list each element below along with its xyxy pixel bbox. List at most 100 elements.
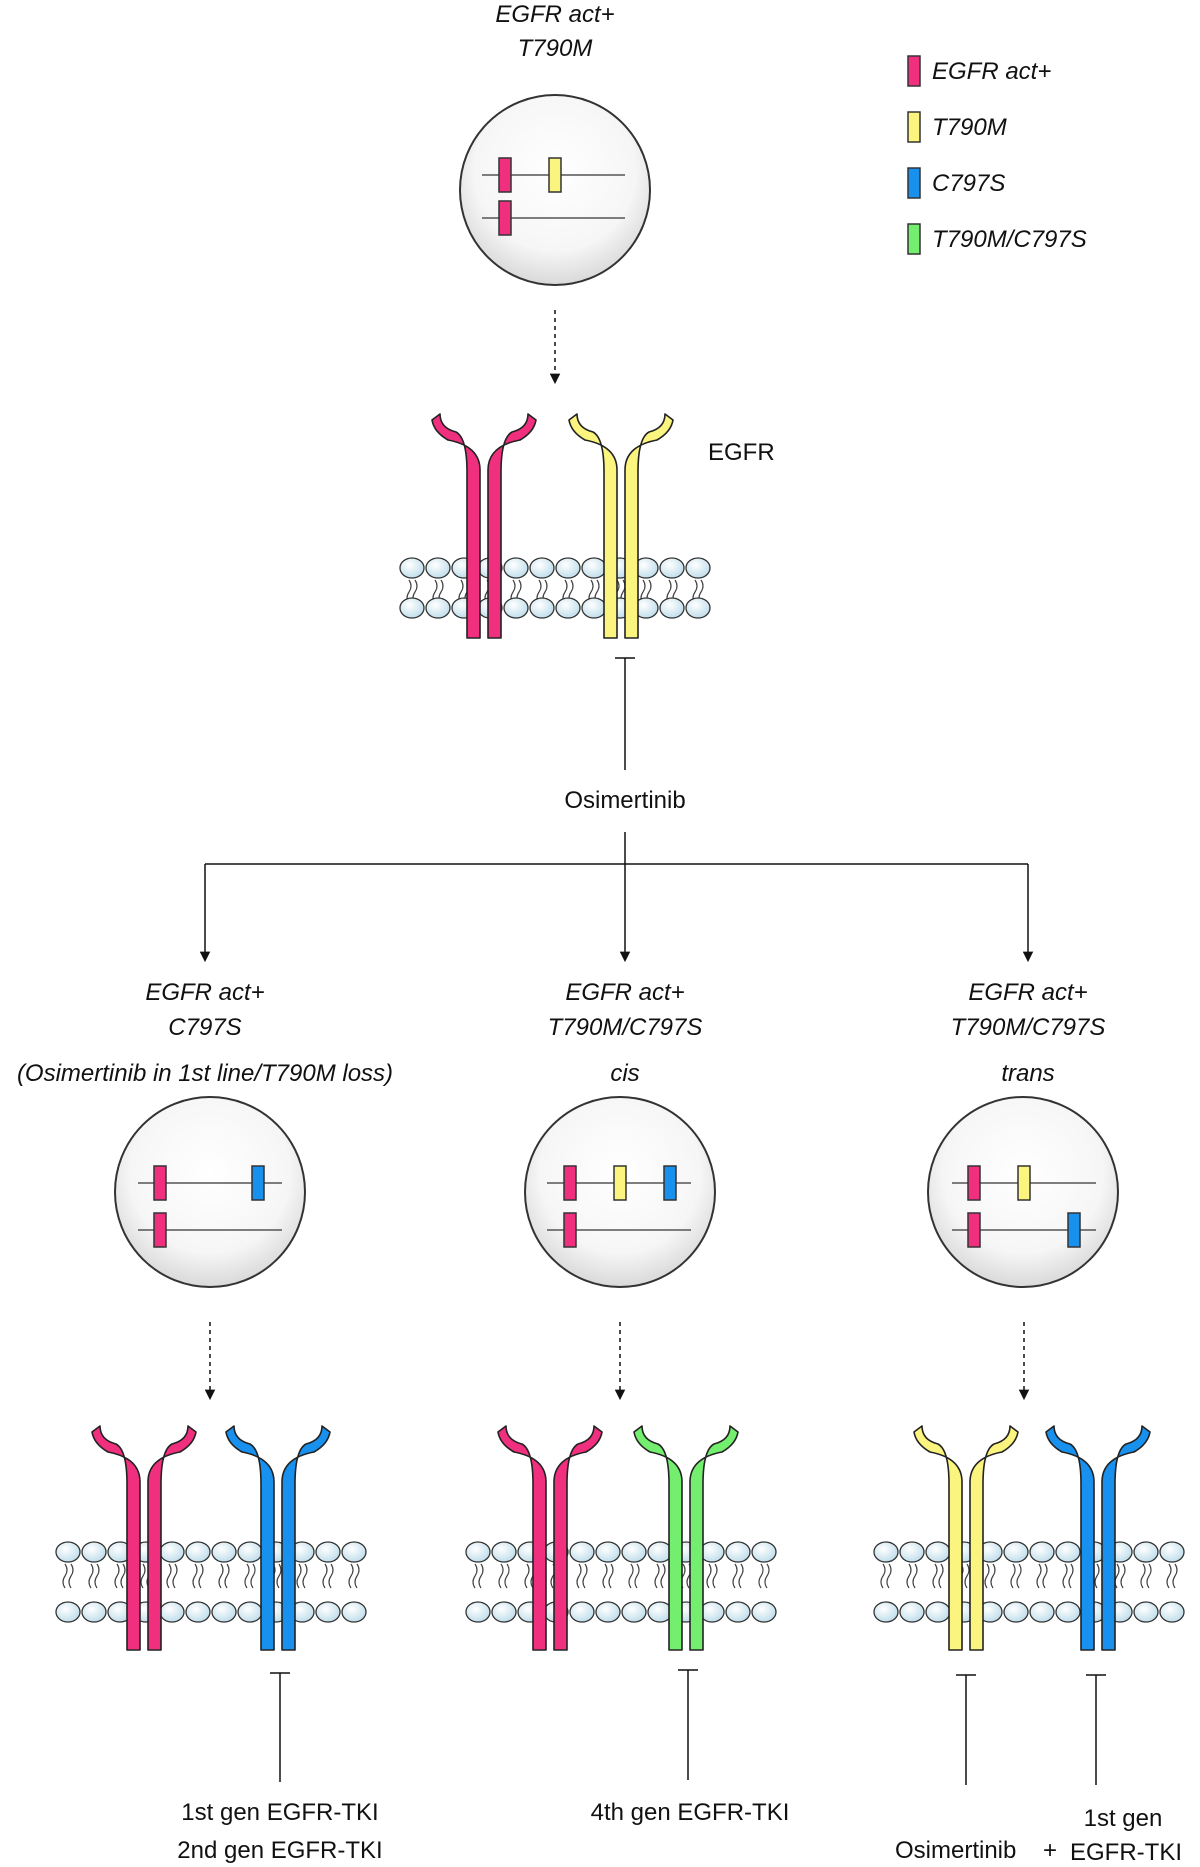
lipid-tail — [906, 1563, 918, 1589]
lipid-head — [1055, 1541, 1081, 1563]
legend-swatch-t790m — [907, 111, 921, 143]
lipid-head — [1003, 1601, 1029, 1623]
mutation-mark-t790m — [613, 1165, 627, 1201]
branch-trans-drug-right-line1: 1st gen — [1084, 1805, 1163, 1832]
branch-cis-genotype-circle — [524, 1096, 716, 1288]
legend-item-t790m: T790M — [907, 111, 1007, 143]
lipid-head — [569, 1541, 595, 1563]
branch-c797s-membrane — [55, 1541, 367, 1623]
top-title-line1: EGFR act+ — [495, 1, 614, 28]
branch-c797s: EGFR act+ C797S (Osimertinib in 1st line… — [17, 979, 393, 1864]
mutation-mark-act — [498, 200, 512, 236]
lipid-head — [1029, 1541, 1055, 1563]
legend-label-t790m: T790M — [932, 114, 1007, 141]
mutation-mark-t790m — [548, 157, 562, 193]
lipid-head — [685, 557, 711, 579]
mutation-mark-c797s — [1067, 1212, 1081, 1248]
branch-c797s-note: (Osimertinib in 1st line/T790M loss) — [17, 1060, 393, 1087]
lipid-head — [925, 1601, 951, 1623]
lipid-tail — [628, 1563, 640, 1589]
top-receptor-act — [431, 413, 537, 639]
lipid-head — [491, 1601, 517, 1623]
legend-swatch-c797s — [907, 167, 921, 199]
receptor-right-chain — [487, 413, 537, 639]
mutation-mark-act — [967, 1212, 981, 1248]
branch-c797s-receptor-c797s — [225, 1425, 331, 1651]
receptor-left-chain — [225, 1425, 275, 1651]
lipid-tail — [472, 1563, 484, 1589]
branch-cis-receptor-t790m-c797s — [633, 1425, 739, 1651]
branch-trans-receptor-c797s — [1045, 1425, 1151, 1651]
lipid-head — [55, 1601, 81, 1623]
lipid-head — [315, 1601, 341, 1623]
lipid-head — [315, 1541, 341, 1563]
branch-trans-receptor-t790m — [913, 1425, 1019, 1651]
branch-trans-note: trans — [1001, 1060, 1054, 1087]
receptor-right-chain — [147, 1425, 197, 1651]
lipid-tail — [706, 1563, 718, 1589]
branch-cis-receptor-act — [497, 1425, 603, 1651]
branch-cis-inhibition-bar — [678, 1669, 698, 1780]
receptor-right-chain — [1101, 1425, 1151, 1651]
top-receptor-t790m — [568, 413, 674, 639]
branch-cis-drug-line1: 4th gen EGFR-TKI — [591, 1799, 790, 1826]
branch-c797s-title-line1: EGFR act+ — [145, 979, 264, 1006]
lipid-tail — [88, 1563, 100, 1589]
lipid-head — [211, 1541, 237, 1563]
lipid-head — [1133, 1541, 1159, 1563]
receptor-right-chain — [553, 1425, 603, 1651]
lipid-tail — [114, 1563, 126, 1589]
lipid-tail — [62, 1563, 74, 1589]
lipid-head — [725, 1541, 751, 1563]
lipid-head — [725, 1601, 751, 1623]
branch-trans-drug-right-line2: EGFR-TKI — [1070, 1839, 1182, 1866]
branch-c797s-genotype-circle — [114, 1096, 306, 1288]
legend-label-c797s: C797S — [932, 170, 1005, 197]
branch-c797s-title-line2: C797S — [168, 1014, 241, 1041]
drug-label-osimertinib: Osimertinib — [564, 787, 685, 814]
lipid-head — [581, 557, 607, 579]
lipid-head — [529, 557, 555, 579]
receptor-right-chain — [281, 1425, 331, 1651]
branch-trans-inhibition-bar-left — [956, 1674, 976, 1785]
lipid-head — [685, 597, 711, 619]
branch-cis-title-line2: T790M/C797S — [548, 1014, 703, 1041]
receptor-right-chain — [969, 1425, 1019, 1651]
receptor-left-chain — [91, 1425, 141, 1651]
branch-trans: EGFR act+ T790M/C797S trans Osimertinib … — [873, 979, 1185, 1866]
legend: EGFR act+ T790M C797S T790M/C797S — [907, 55, 1087, 255]
lipid-head — [555, 557, 581, 579]
branch-c797s-receptor-act — [91, 1425, 197, 1651]
mutation-mark-act — [563, 1165, 577, 1201]
branch-trans-inhibition-bar-right — [1086, 1674, 1106, 1785]
receptor-right-chain — [624, 413, 674, 639]
lipid-head — [555, 597, 581, 619]
lipid-head — [873, 1601, 899, 1623]
lipid-head — [751, 1541, 777, 1563]
lipid-head — [503, 597, 529, 619]
lipid-tail — [1010, 1563, 1022, 1589]
lipid-head — [581, 597, 607, 619]
branch-cis: EGFR act+ T790M/C797S cis 4th gen EGFR-T… — [465, 979, 790, 1826]
lipid-tail — [1036, 1563, 1048, 1589]
mutation-mark-act — [563, 1212, 577, 1248]
lipid-head — [529, 597, 555, 619]
lipid-head — [1159, 1601, 1185, 1623]
lipid-head — [1055, 1601, 1081, 1623]
legend-item-c797s: C797S — [907, 167, 1005, 199]
mutation-mark-t790m — [1017, 1165, 1031, 1201]
branch-trans-title-line2: T790M/C797S — [951, 1014, 1106, 1041]
lipid-head — [237, 1601, 263, 1623]
lipid-head — [185, 1601, 211, 1623]
receptor-left-chain — [431, 413, 481, 639]
lipid-head — [81, 1541, 107, 1563]
lipid-head — [873, 1541, 899, 1563]
lipid-tail — [602, 1563, 614, 1589]
top-inhibition-bar — [615, 657, 635, 770]
lipid-head — [569, 1601, 595, 1623]
mutation-mark-act — [153, 1212, 167, 1248]
lipid-tail — [296, 1563, 308, 1589]
legend-item-t790m-c797s: T790M/C797S — [907, 223, 1087, 255]
lipid-tail — [758, 1563, 770, 1589]
lipid-head — [341, 1541, 367, 1563]
